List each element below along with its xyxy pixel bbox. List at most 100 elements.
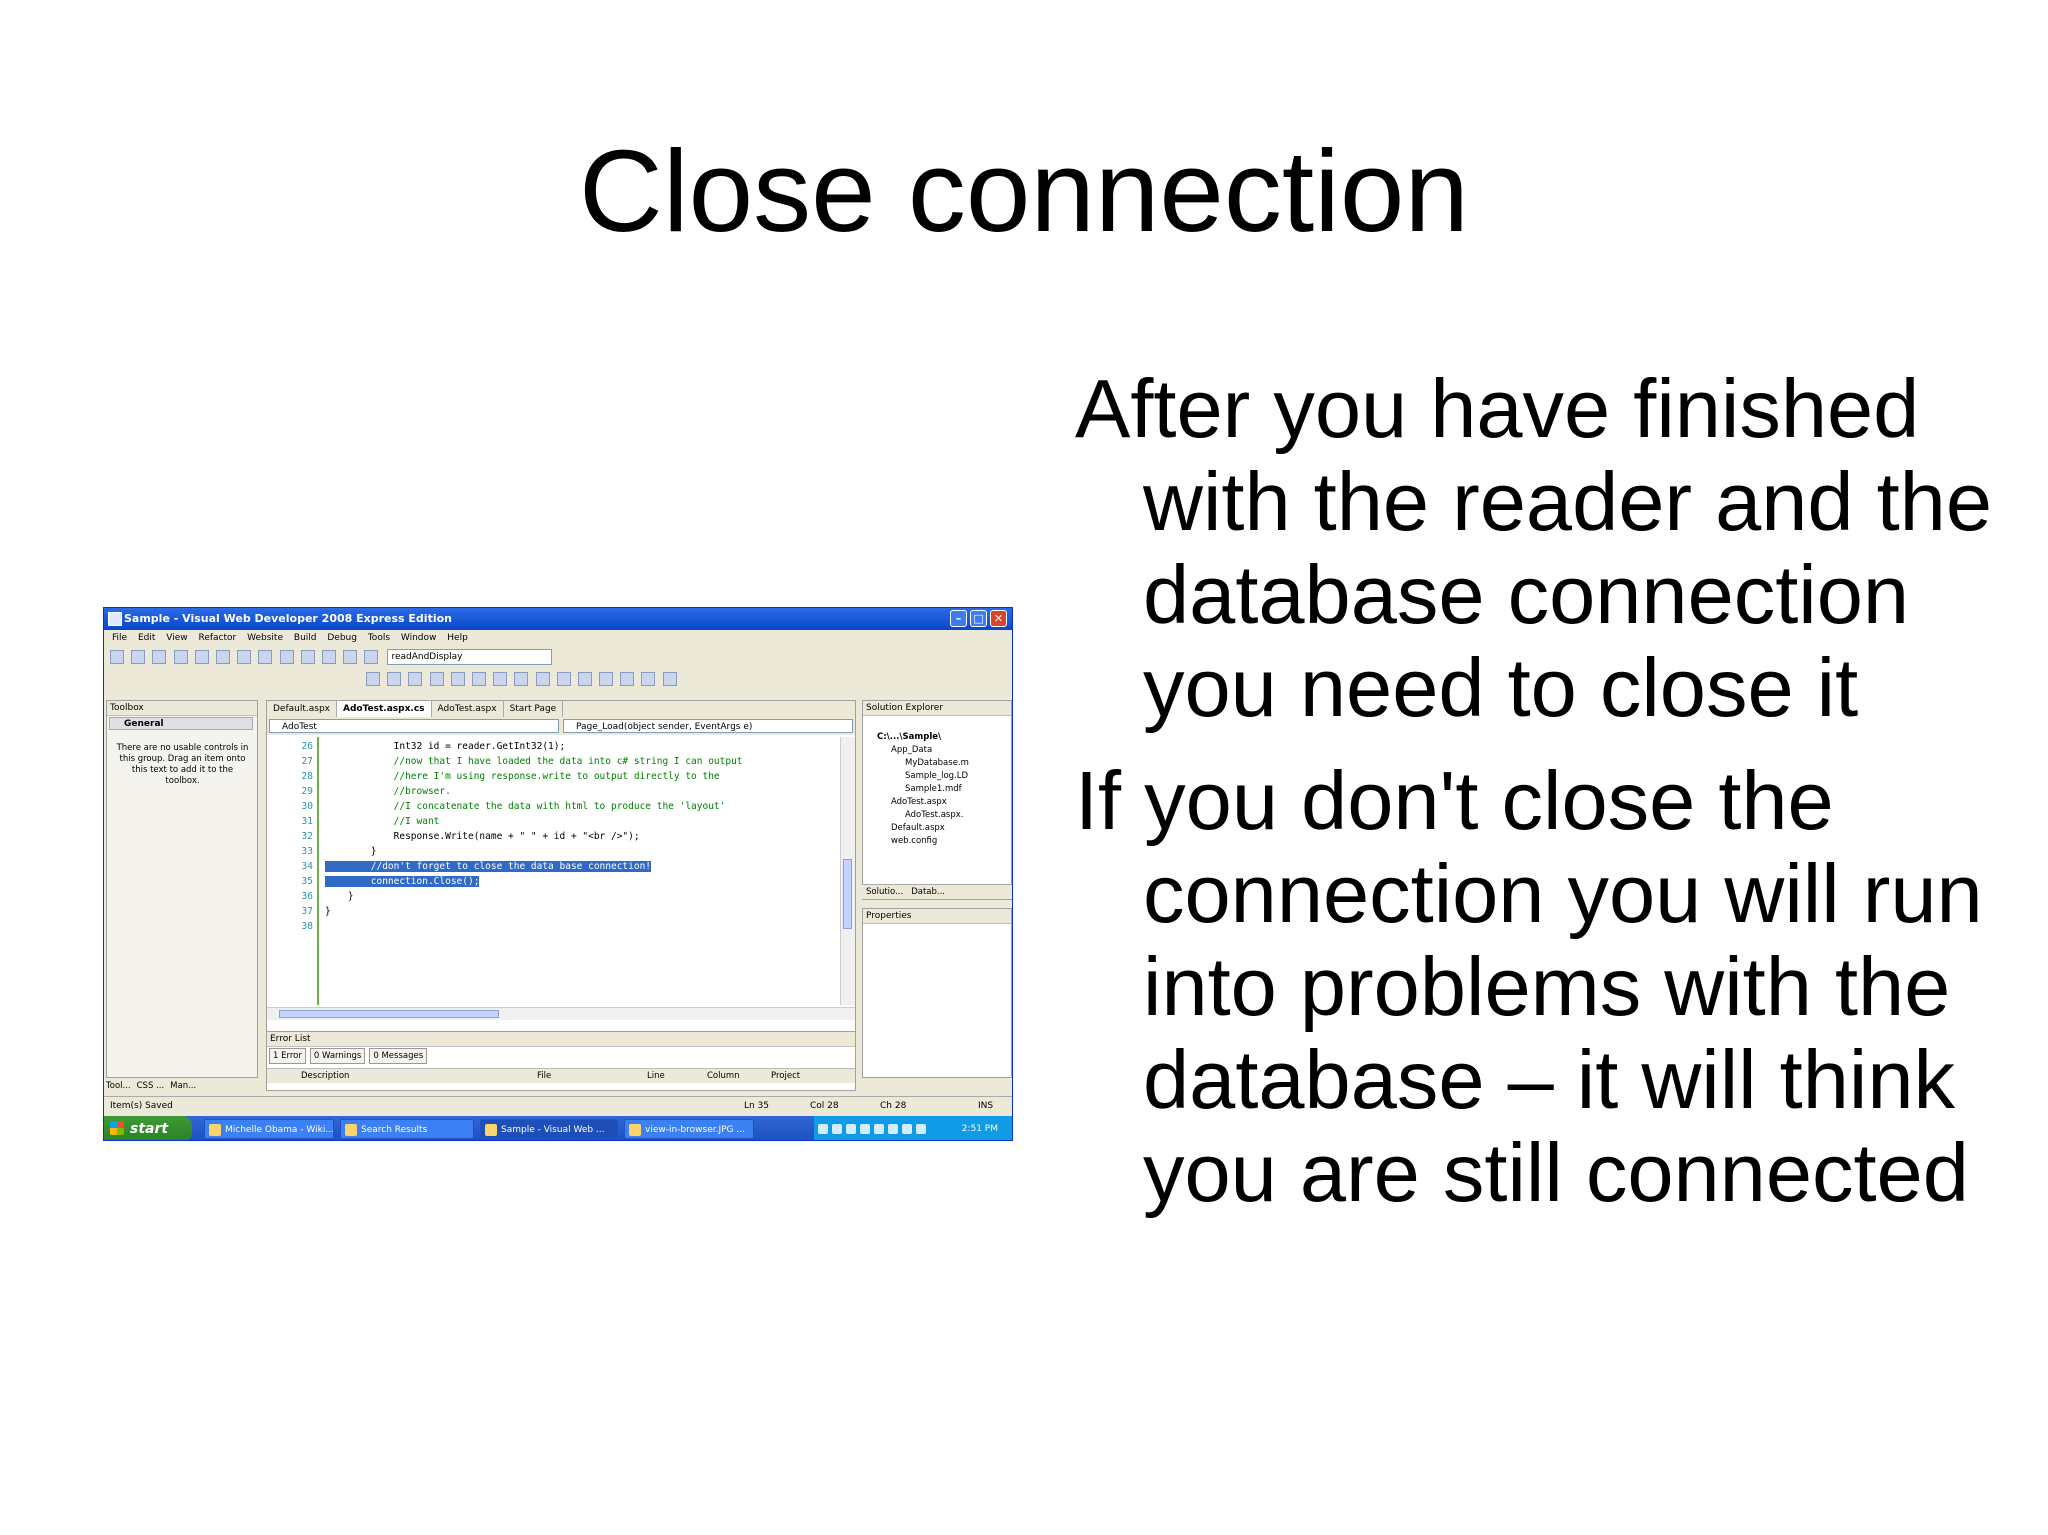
tab-solution-explorer[interactable]: Solutio... xyxy=(866,887,904,897)
tray-icon[interactable] xyxy=(832,1123,842,1134)
undo-icon[interactable] xyxy=(279,650,294,664)
menu-help[interactable]: Help xyxy=(447,633,468,643)
warnings-button[interactable]: 0 Warnings xyxy=(309,1048,366,1064)
new-project-icon[interactable] xyxy=(110,650,124,664)
minimize-button[interactable]: – xyxy=(950,610,967,627)
indent-icon[interactable] xyxy=(450,672,465,686)
find-combo[interactable]: readAndDisplay xyxy=(387,649,553,665)
tree-item[interactable]: C:\...\Sample\ xyxy=(877,732,942,742)
tray-icon[interactable] xyxy=(888,1123,898,1134)
tab-database-explorer[interactable]: Datab... xyxy=(911,887,945,897)
toolbar-icon[interactable] xyxy=(408,672,423,686)
toolbar-icon[interactable] xyxy=(662,672,677,686)
menu-build[interactable]: Build xyxy=(293,633,317,643)
taskbar-item-label: view-in-browser.JPG ... xyxy=(645,1125,745,1135)
toolbar-icon[interactable] xyxy=(599,672,614,686)
toolbox-group-general[interactable]: General xyxy=(109,717,253,730)
tab-adotest-aspx-cs[interactable]: AdoTest.aspx.cs xyxy=(337,701,432,717)
tray-icon[interactable] xyxy=(860,1123,870,1134)
copy-icon[interactable] xyxy=(237,650,252,664)
outdent-icon[interactable] xyxy=(471,672,486,686)
open-icon[interactable] xyxy=(152,650,167,664)
start-debug-icon[interactable] xyxy=(343,650,358,664)
tree-item[interactable]: Sample1.mdf xyxy=(905,784,962,794)
menu-website[interactable]: Website xyxy=(247,633,284,643)
cut-icon[interactable] xyxy=(215,650,230,664)
tab-toolbox[interactable]: Tool... xyxy=(106,1081,131,1091)
column-line[interactable]: Line xyxy=(647,1071,665,1081)
line-number: 38 xyxy=(301,921,313,932)
tab-start-page[interactable]: Start Page xyxy=(504,701,564,717)
tray-icon[interactable] xyxy=(846,1123,856,1134)
menu-window[interactable]: Window xyxy=(400,633,437,643)
horizontal-scrollbar[interactable] xyxy=(267,1007,855,1020)
bullet-item: After you have finished with the reader … xyxy=(1075,362,1993,734)
redo-icon[interactable] xyxy=(300,650,315,664)
bookmark-icon[interactable] xyxy=(535,672,550,686)
error-list-header: Error List xyxy=(267,1032,855,1047)
tab-adotest-aspx[interactable]: AdoTest.aspx xyxy=(432,701,504,717)
toolbar-icon[interactable] xyxy=(429,672,444,686)
save-icon[interactable] xyxy=(173,650,188,664)
toolbar-icon[interactable] xyxy=(366,672,380,686)
menu-debug[interactable]: Debug xyxy=(327,633,357,643)
menu-edit[interactable]: Edit xyxy=(137,633,156,643)
column-file[interactable]: File xyxy=(537,1071,552,1081)
tab-default-aspx[interactable]: Default.aspx xyxy=(267,701,337,717)
column-project[interactable]: Project xyxy=(771,1071,801,1081)
column-column[interactable]: Column xyxy=(707,1071,740,1081)
vertical-scrollbar[interactable] xyxy=(840,737,855,1005)
scroll-thumb[interactable] xyxy=(843,859,852,929)
bookmark-next-icon[interactable] xyxy=(577,672,592,686)
taskbar-item[interactable]: Sample - Visual Web ... xyxy=(480,1119,618,1139)
tray-icon[interactable] xyxy=(902,1123,912,1134)
tree-item[interactable]: AdoTest.aspx. xyxy=(905,810,964,820)
menu-tools[interactable]: Tools xyxy=(367,633,391,643)
scroll-thumb[interactable] xyxy=(279,1010,499,1018)
toolbar-icon[interactable] xyxy=(641,672,656,686)
start-button[interactable]: start xyxy=(104,1116,192,1140)
close-button[interactable]: ✕ xyxy=(990,610,1007,627)
tree-item[interactable]: Default.aspx xyxy=(891,823,945,833)
column-description[interactable]: Description xyxy=(301,1071,350,1081)
method-combo[interactable]: Page_Load(object sender, EventArgs e) xyxy=(563,719,853,733)
tree-item[interactable]: App_Data xyxy=(891,745,933,755)
code-line: //now that I have loaded the data into c… xyxy=(325,756,743,767)
taskbar-item[interactable]: Michelle Obama - Wiki... xyxy=(204,1119,334,1139)
toolbar-icon[interactable] xyxy=(620,672,635,686)
tree-item[interactable]: MyDatabase.m xyxy=(905,758,969,768)
taskbar-item[interactable]: Search Results xyxy=(340,1119,474,1139)
uncomment-icon[interactable] xyxy=(514,672,529,686)
messages-button[interactable]: 0 Messages xyxy=(369,1048,428,1064)
code-area[interactable]: 26 Int32 id = reader.GetInt32(1);27 //no… xyxy=(267,737,855,1005)
line-number: 33 xyxy=(301,846,313,857)
taskbar-item[interactable]: view-in-browser.JPG ... xyxy=(624,1119,754,1139)
code-line: } xyxy=(325,906,331,917)
add-item-icon[interactable] xyxy=(131,650,146,664)
tree-item[interactable]: web.config xyxy=(891,836,938,846)
tree-item[interactable]: Sample_log.LD xyxy=(905,771,969,781)
tray-icon[interactable] xyxy=(916,1123,926,1134)
comment-icon[interactable] xyxy=(493,672,508,686)
tray-icon[interactable] xyxy=(818,1123,828,1134)
line-number: 31 xyxy=(301,816,313,827)
code-line: Int32 id = reader.GetInt32(1); xyxy=(325,741,566,752)
tree-item[interactable]: AdoTest.aspx xyxy=(891,797,947,807)
tray-icon[interactable] xyxy=(874,1123,884,1134)
class-combo[interactable]: AdoTest xyxy=(269,719,559,733)
tab-css[interactable]: CSS ... xyxy=(136,1081,165,1091)
maximize-button[interactable]: □ xyxy=(970,610,987,627)
navigate-icon[interactable] xyxy=(321,650,336,664)
toolbar-icon[interactable] xyxy=(387,672,402,686)
errors-button[interactable]: 1 Error xyxy=(269,1048,306,1064)
window-title: Sample - Visual Web Developer 2008 Expre… xyxy=(124,612,452,625)
menu-refactor[interactable]: Refactor xyxy=(198,633,237,643)
tab-manage[interactable]: Man... xyxy=(170,1081,197,1091)
bookmark-prev-icon[interactable] xyxy=(556,672,571,686)
find-icon[interactable] xyxy=(364,650,379,664)
menu-view[interactable]: View xyxy=(166,633,188,643)
menu-file[interactable]: File xyxy=(112,633,128,643)
save-all-icon[interactable] xyxy=(194,650,209,664)
paste-icon[interactable] xyxy=(258,650,273,664)
